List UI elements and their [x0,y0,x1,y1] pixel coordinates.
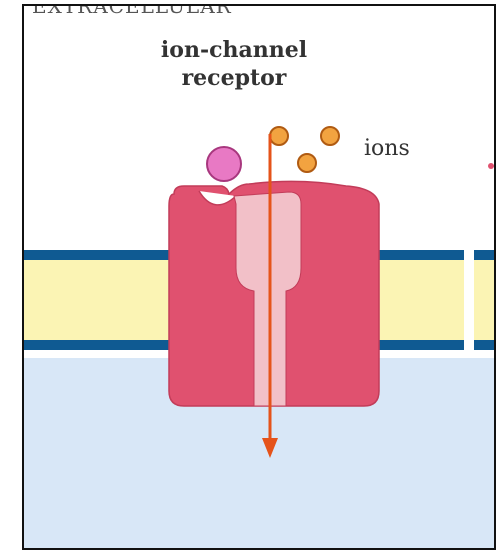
ions-group [270,127,339,172]
receptor-label: ion-channel receptor [134,36,334,92]
far-right-mark-top [487,250,494,260]
region-label-extracellular: EXTRACELLULAR [32,4,232,18]
ions-label: ions [364,136,410,161]
ligand [207,147,241,181]
ion [321,127,339,145]
receptor-label-line1: ion-channel [134,36,334,64]
receptor-label-line2: receptor [134,64,334,92]
far-right-dot [488,163,494,169]
membrane-gap [464,246,474,356]
ion-channel-receptor [169,181,379,406]
ion [270,127,288,145]
figure-frame: EXTRACELLULAR ion-channel receptor ions [22,4,496,550]
far-right-mark-bottom [487,340,494,350]
ion [298,154,316,172]
